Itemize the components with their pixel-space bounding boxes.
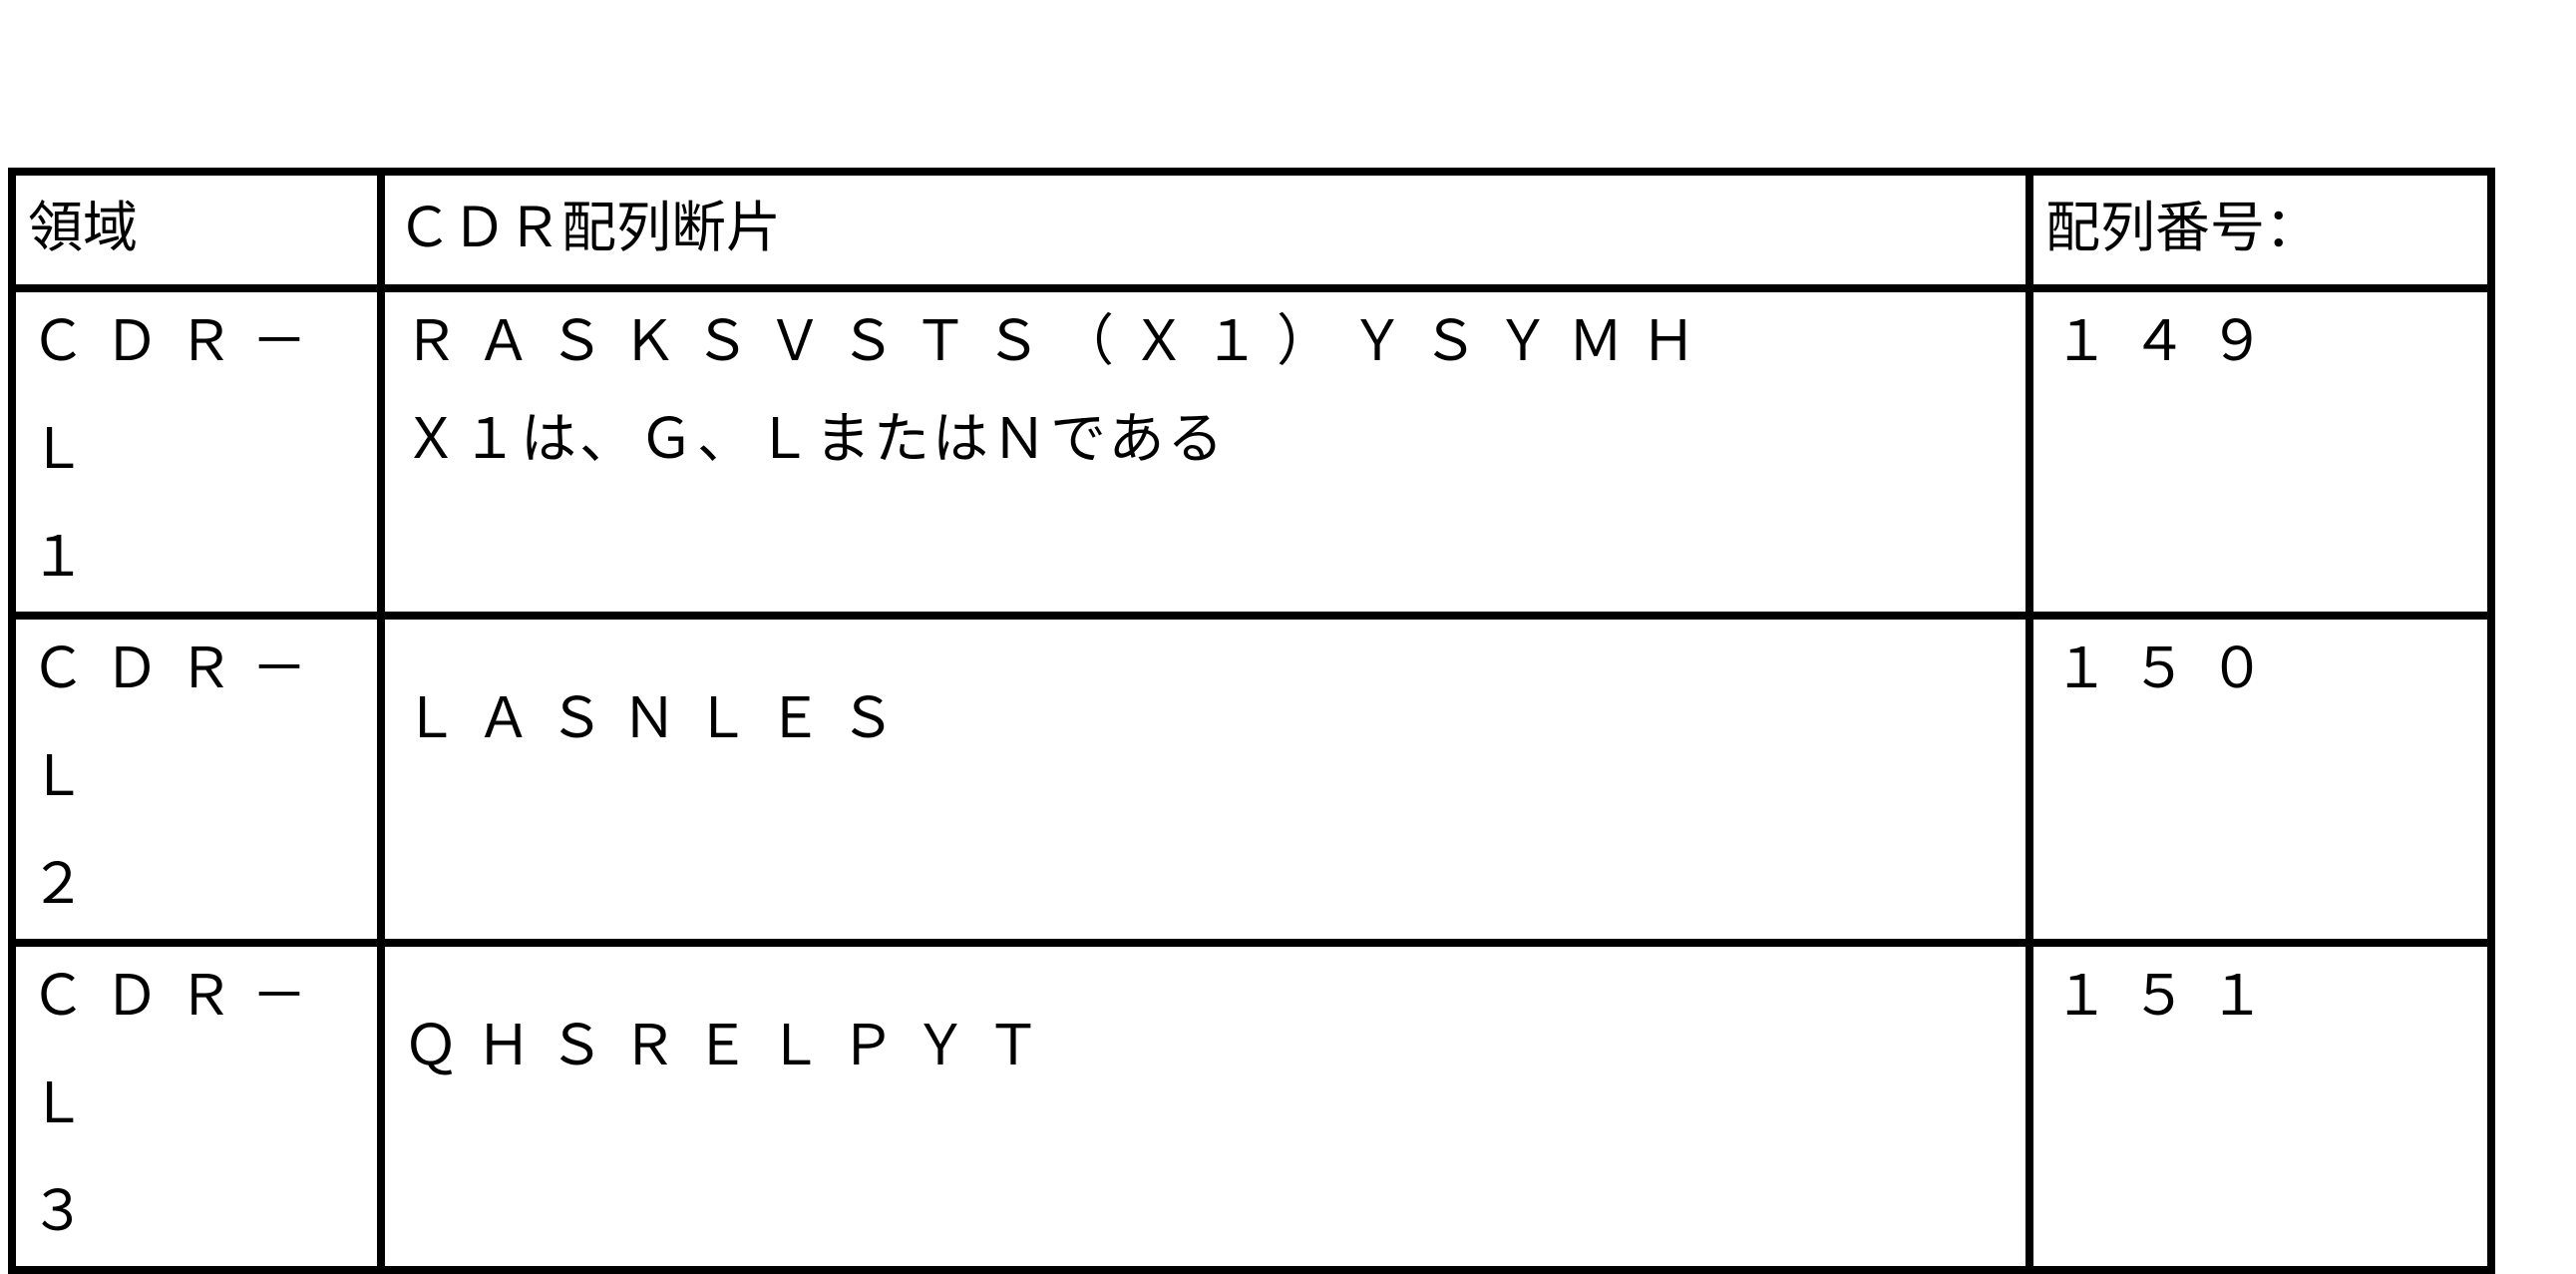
region-line-1: ＣＤＲ－Ｌ bbox=[30, 637, 325, 809]
table-row-cdr-l3: ＣＤＲ－Ｌ ３ ＱＨＳＲＥＬＰＹＴ １５１ bbox=[12, 943, 2491, 1270]
region-line-2: ２ bbox=[30, 852, 104, 917]
region-cell: ＣＤＲ－Ｌ ３ bbox=[12, 943, 381, 1270]
seq-id-value: １５１ bbox=[2033, 943, 2487, 1051]
seq-id-cell: １５０ bbox=[2029, 616, 2491, 943]
cdr-sequence-table-container: 領域 ＣＤＲ配列断片 配列番号： ＣＤＲ－Ｌ １ ＲＡＳＫＳＶＳＴＳ（Ｘ１）ＹＳ… bbox=[8, 168, 2487, 1274]
sequence-text: ＬＡＳＮＬＥＳ bbox=[385, 620, 2025, 749]
region-name: ＣＤＲ－Ｌ ３ bbox=[16, 943, 377, 1266]
cdr-sequence-table: 領域 ＣＤＲ配列断片 配列番号： ＣＤＲ－Ｌ １ ＲＡＳＫＳＶＳＴＳ（Ｘ１）ＹＳ… bbox=[8, 168, 2495, 1274]
region-line-2: １ bbox=[30, 525, 104, 590]
header-cell-seq-id: 配列番号： bbox=[2029, 172, 2491, 288]
seq-id-cell: １５１ bbox=[2029, 943, 2491, 1270]
seq-id-value: １５０ bbox=[2033, 616, 2487, 723]
region-line-1: ＣＤＲ－Ｌ bbox=[30, 964, 325, 1136]
header-sequence-label: ＣＤＲ配列断片 bbox=[385, 176, 2025, 257]
region-line-1: ＣＤＲ－Ｌ bbox=[30, 309, 325, 482]
sequence-cell: ＲＡＳＫＳＶＳＴＳ（Ｘ１）ＹＳＹＭＨ Ｘ１は、Ｇ、ＬまたはＮである bbox=[381, 288, 2029, 616]
sequence-cell: ＱＨＳＲＥＬＰＹＴ bbox=[381, 943, 2029, 1270]
sequence-text: ＱＨＳＲＥＬＰＹＴ bbox=[385, 947, 2025, 1076]
table-row-cdr-l2: ＣＤＲ－Ｌ ２ ＬＡＳＮＬＥＳ １５０ bbox=[12, 616, 2491, 943]
region-name: ＣＤＲ－Ｌ １ bbox=[16, 288, 377, 612]
sequence-text: ＲＡＳＫＳＶＳＴＳ（Ｘ１）ＹＳＹＭＨ bbox=[385, 288, 2025, 396]
region-name: ＣＤＲ－Ｌ ２ bbox=[16, 616, 377, 939]
header-cell-region: 領域 bbox=[12, 172, 381, 288]
header-cell-sequence: ＣＤＲ配列断片 bbox=[381, 172, 2029, 288]
seq-id-value: １４９ bbox=[2033, 288, 2487, 396]
sequence-cell: ＬＡＳＮＬＥＳ bbox=[381, 616, 2029, 943]
header-seq-id-label: 配列番号： bbox=[2033, 176, 2487, 257]
table-row-cdr-l1: ＣＤＲ－Ｌ １ ＲＡＳＫＳＶＳＴＳ（Ｘ１）ＹＳＹＭＨ Ｘ１は、Ｇ、ＬまたはＮであ… bbox=[12, 288, 2491, 616]
region-cell: ＣＤＲ－Ｌ ２ bbox=[12, 616, 381, 943]
region-cell: ＣＤＲ－Ｌ １ bbox=[12, 288, 381, 616]
table-header-row: 領域 ＣＤＲ配列断片 配列番号： bbox=[12, 172, 2491, 288]
seq-id-cell: １４９ bbox=[2029, 288, 2491, 616]
sequence-note: Ｘ１は、Ｇ、ＬまたはＮである bbox=[385, 396, 2025, 484]
region-line-2: ３ bbox=[30, 1179, 104, 1244]
header-region-label: 領域 bbox=[16, 176, 377, 257]
